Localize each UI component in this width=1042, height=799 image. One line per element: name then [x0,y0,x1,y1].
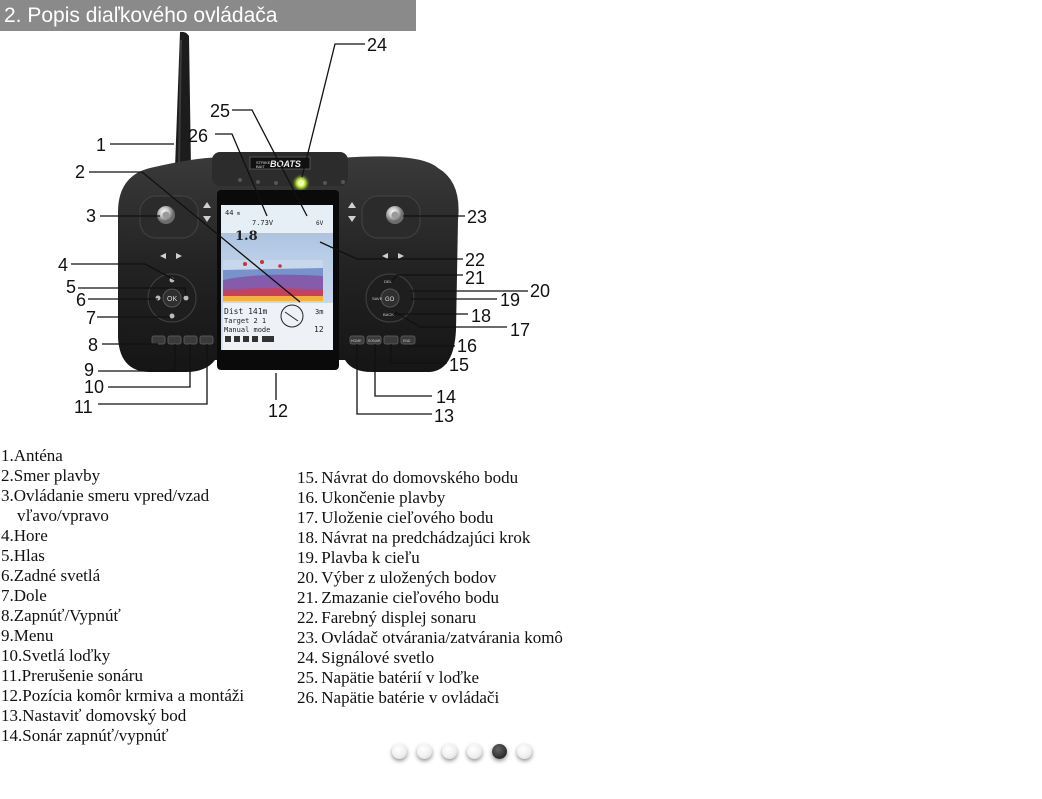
svg-text:18: 18 [471,306,491,326]
svg-text:25: 25 [210,101,230,121]
svg-text:7.73V: 7.73V [252,219,274,227]
pager-dot[interactable] [467,744,482,759]
svg-text:5: 5 [66,277,76,297]
legend-item: 26.Napätie batérie v ovládači [297,688,500,707]
svg-text:15: 15 [449,355,469,375]
legend-item: 1.Anténa [1,446,63,465]
svg-text:Target 2 1: Target 2 1 [224,317,266,325]
legend-item: 10.Svetlá loďky [1,646,111,665]
svg-text:13: 13 [434,406,454,426]
svg-text:23: 23 [467,207,487,227]
leader-lines [71,43,528,415]
legend-item: 17.Uloženie cieľového bodu [297,508,494,527]
legend-item: 22.Farebný displej sonaru [297,608,477,627]
remote-control-diagram: STRIKE BAIT BOATS 44 m 7.73V 6V 1.8 Dist… [58,31,550,426]
svg-text:END: END [403,339,411,343]
legend-left-column: 1.Anténa 2.Smer plavby 3.Ovládanie smeru… [1,446,301,746]
callout-numbers: 1 2 3 4 5 6 7 8 9 10 11 12 13 14 15 16 1… [58,35,550,426]
svg-text:21: 21 [465,268,485,288]
legend-item: 18.Návrat na predchádzajúci krok [297,528,531,547]
svg-text:7: 7 [86,308,96,328]
legend-item: 16.Ukončenie plavby [297,488,446,507]
svg-text:BACK: BACK [383,312,394,317]
svg-text:44: 44 [225,209,233,217]
svg-text:Manual mode: Manual mode [224,326,270,334]
legend-item: 9.Menu [1,626,54,645]
svg-text:22: 22 [465,250,485,270]
svg-text:26: 26 [188,126,208,146]
legend-item: 3.Ovládanie smeru vpred/vzad [1,486,210,505]
svg-text:17: 17 [510,320,530,340]
pager-dot[interactable] [492,744,507,759]
svg-text:1: 1 [96,135,106,155]
svg-text:HOME: HOME [351,339,362,343]
legend-item: 7.Dole [1,586,47,605]
legend-item: 21.Zmazanie cieľového bodu [297,588,500,607]
legend-item: 25.Napätie batérií v loďke [297,668,480,687]
pager-dot[interactable] [442,744,457,759]
left-dpad[interactable]: OK [147,273,197,323]
svg-text:16: 16 [457,336,477,356]
svg-text:6: 6 [76,290,86,310]
legend-item: 5.Hlas [1,546,45,565]
sonar-display: 44 m 7.73V 6V 1.8 Dist 141m 3m Target 2 … [217,190,339,370]
legend-item: 23.Ovládač otvárania/zatvárania komô [297,628,563,647]
legend-right-column: 15.Návrat do domovského bodu 16.Ukončeni… [297,468,605,708]
svg-text:SONAR: SONAR [368,339,381,343]
legend-item: 20.Výber z uložených bodov [297,568,497,587]
legend-item: 8.Zapnúť/Vypnúť [1,606,121,625]
legend-item-continuation: vľavo/vpravo [17,506,109,525]
svg-text:12: 12 [268,401,288,421]
svg-text:11: 11 [74,397,93,417]
svg-text:OK: OK [167,296,177,303]
svg-text:24: 24 [367,35,387,55]
svg-text:14: 14 [436,387,456,407]
right-dpad[interactable]: GO DEL SAVE BACK [365,273,415,323]
right-joystick[interactable] [348,195,421,259]
slide-pager [392,744,542,764]
svg-text:3m: 3m [315,308,323,316]
legend-item: 19.Plavba k cieľu [297,548,420,567]
legend-item: 14.Sonár zapnúť/vypnúť [1,726,169,745]
svg-text:12: 12 [314,325,324,334]
svg-text:STRIKE: STRIKE [256,160,271,165]
legend-item: 24.Signálové svetlo [297,648,435,667]
svg-text:SAVE: SAVE [372,296,383,301]
svg-text:20: 20 [530,281,550,301]
svg-text:Dist 141m: Dist 141m [224,307,268,316]
svg-text:10: 10 [84,377,104,397]
pager-dot[interactable] [517,744,532,759]
svg-text:1.8: 1.8 [235,229,258,244]
legend-item: 15.Návrat do domovského bodu [297,468,519,487]
section-title: 2. Popis diaľkového ovládača [0,0,416,31]
svg-text:BAIT: BAIT [256,164,265,169]
svg-text:3: 3 [86,206,96,226]
legend-item: 13.Nastaviť domovský bod [1,706,187,725]
svg-text:8: 8 [88,335,98,355]
svg-text:DEL: DEL [384,279,393,284]
antenna [175,31,191,169]
svg-text:BOATS: BOATS [270,159,301,169]
legend-item: 11.Prerušenie sonáru [1,666,143,685]
svg-text:m: m [237,211,240,217]
legend-item: 12.Pozícia komôr krmiva a montáži [1,686,245,705]
legend-item: 2.Smer plavby [1,466,101,485]
svg-text:9: 9 [84,360,94,380]
pager-dot[interactable] [392,744,407,759]
svg-text:4: 4 [58,255,68,275]
legend-item: 4.Hore [1,526,48,545]
svg-text:GO: GO [385,297,395,303]
legend-item: 6.Zadné svetlá [1,566,101,585]
svg-text:6V: 6V [316,220,324,227]
svg-text:19: 19 [500,290,520,310]
svg-text:2: 2 [75,162,85,182]
signal-light [292,174,310,192]
pager-dot[interactable] [417,744,432,759]
